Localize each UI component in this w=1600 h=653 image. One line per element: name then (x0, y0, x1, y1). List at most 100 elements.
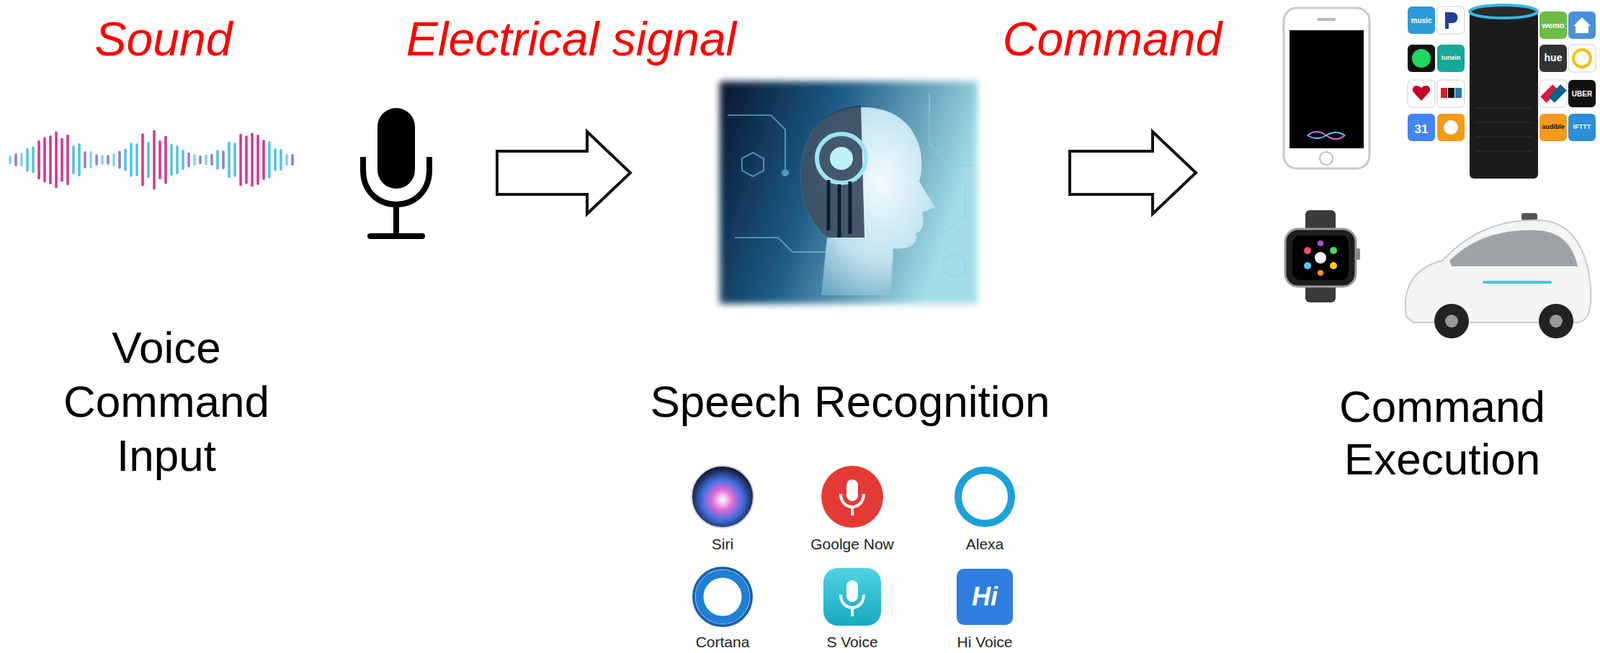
app-dot (1303, 247, 1312, 255)
house-mark (1573, 17, 1591, 34)
wave-bar (170, 145, 173, 176)
stage-region: Speech Recognition (630, 5, 1070, 439)
sunrise-logo (1437, 113, 1465, 142)
edge-label: Electrical signal (406, 10, 737, 68)
wave-bar (227, 143, 231, 178)
stage-region: SoundVoice Command Input (5, 5, 498, 511)
wave-bar (164, 136, 168, 183)
microphone-icon (363, 108, 430, 237)
wave-bar (129, 144, 133, 176)
self-driving-car (1405, 213, 1592, 339)
hub (1549, 314, 1563, 328)
mic-glyph (840, 580, 864, 617)
wave-bar (262, 141, 266, 179)
cortana-icon (699, 574, 746, 621)
mic-stem (393, 205, 400, 235)
ifttt-logo (1568, 113, 1596, 142)
s-voice-icon (823, 568, 882, 627)
watch-body (1285, 229, 1356, 287)
spotify-logo (1407, 44, 1436, 73)
hexagon (943, 253, 966, 278)
home-button (1319, 152, 1333, 165)
wave-bar (204, 155, 208, 164)
wave-bar (89, 152, 93, 168)
dominos-block (1548, 84, 1567, 103)
wheel (1538, 304, 1574, 339)
logo-text: tunein (1441, 54, 1461, 62)
wave-bar (118, 152, 122, 168)
npr-block (1440, 87, 1448, 98)
picture-ground (719, 81, 978, 305)
wave-bar (175, 146, 179, 174)
light-strip (1484, 280, 1551, 284)
circuit-line (929, 93, 973, 166)
mic-glyph-stem (850, 609, 854, 617)
circuit-line (936, 187, 966, 238)
tunein-logo (1437, 44, 1465, 73)
logo-text: Hi (971, 582, 998, 612)
wave-bar (25, 149, 29, 171)
wave-bar (152, 131, 156, 189)
wave-bar (239, 135, 243, 186)
stage-region: Command Execution (1195, 5, 1596, 511)
wave-bar (250, 133, 254, 186)
light-ring (1469, 5, 1538, 19)
speaker-grille (1475, 108, 1533, 152)
wave-bar (112, 154, 116, 166)
smartphone (1283, 7, 1370, 169)
wave-bar (193, 155, 196, 165)
logo-text: music (1411, 16, 1433, 25)
wave-bar (54, 132, 58, 187)
pandora-mark (1445, 12, 1459, 29)
app-dot (1314, 252, 1327, 264)
phone-body (1283, 7, 1370, 169)
wave-bar (31, 147, 35, 173)
wave-bar (106, 156, 110, 164)
wave-bar (210, 155, 214, 165)
hue-logo (1539, 44, 1567, 73)
assistant-name: Siri (711, 535, 734, 553)
wave-bar (60, 139, 64, 181)
hexagon (742, 152, 764, 177)
app-dot (1317, 270, 1324, 276)
mic-capsule (377, 108, 415, 189)
cortana-outer (693, 568, 752, 627)
wave-bar (43, 138, 47, 182)
mic-glyph-capsule (846, 479, 858, 502)
wave-bar (216, 151, 220, 169)
grille-line (1475, 136, 1533, 138)
wave-bar (48, 136, 52, 184)
npr-block (1447, 87, 1455, 98)
logo-text: 31 (1414, 123, 1429, 137)
wave-bar (291, 155, 294, 165)
mic-holder (363, 157, 430, 205)
grille-line (1475, 108, 1533, 109)
wave-bar (221, 152, 225, 169)
wave-bar (100, 156, 104, 164)
siri-wave (1307, 132, 1345, 139)
wave-bar (146, 143, 150, 178)
wave-bar (135, 144, 139, 176)
wave-bar (8, 157, 12, 163)
ai-head-picture (719, 81, 978, 305)
logo-text: UBER (1571, 90, 1593, 98)
brain-core (829, 146, 853, 171)
logo-text: wemo (1541, 20, 1564, 30)
npr-block (1455, 87, 1462, 98)
neck-cables (828, 180, 851, 238)
logo-text: hue (1544, 52, 1563, 64)
mic-glyph (840, 479, 864, 516)
stage-title: Command Execution (1312, 380, 1572, 486)
wave-bar (244, 136, 248, 183)
spotify-mark (1411, 48, 1431, 68)
assistant-name: Hi Voice (956, 633, 1013, 651)
wave-bar (273, 149, 277, 171)
watch-screen (1292, 235, 1349, 281)
circuit-dot (782, 170, 789, 176)
audible-logo (1539, 113, 1567, 142)
assistant-name: S Voice (826, 633, 878, 651)
phone-speaker (1316, 18, 1336, 21)
